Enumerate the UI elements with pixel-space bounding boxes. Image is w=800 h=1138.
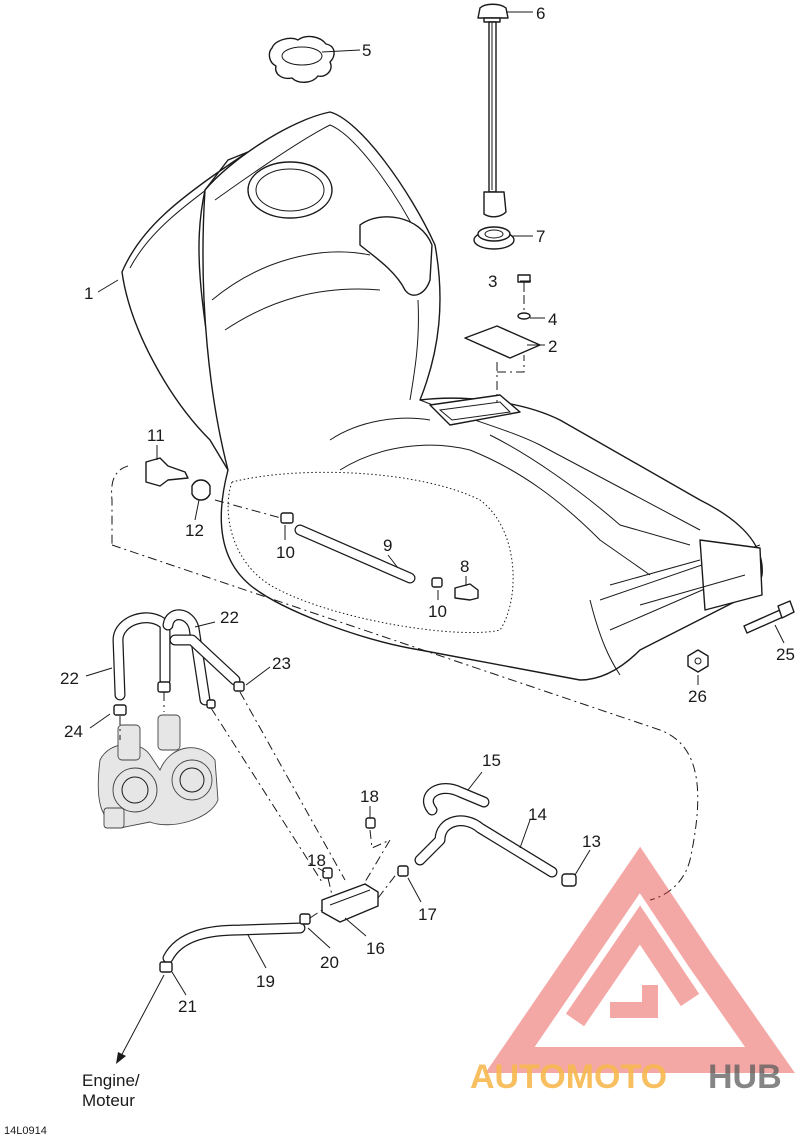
screw-washer-plate [464,274,541,402]
callout-20: 20 [320,953,339,972]
callout-13: 13 [582,832,601,851]
callout-1: 1 [84,284,93,303]
callout-22-left: 22 [60,669,79,688]
callout-9: 9 [383,536,392,555]
figure-code: 14L0914 [4,1125,47,1137]
callout-4: 4 [548,310,557,329]
watermark-text-hub: HUB [708,1058,782,1096]
callout-18-lower: 18 [307,851,326,870]
callout-12: 12 [185,521,204,540]
fuel-hoses-carburetor [112,609,346,883]
callout-10-lower: 10 [428,602,447,621]
callout-10-upper: 10 [276,543,295,562]
callout-25: 25 [776,645,795,664]
engine-label-line2: Moteur [82,1091,135,1110]
grommet [473,226,515,250]
watermark-text-automoto: AUTOMOTO [470,1058,667,1096]
fuel-cap [268,35,335,83]
callout-22-right: 22 [220,608,239,627]
fuel-line-to-engine [116,909,323,1064]
callout-14: 14 [528,805,547,824]
callout-15: 15 [482,751,501,770]
callout-6: 6 [536,4,545,23]
callout-18-upper: 18 [360,787,379,806]
fuel-valve [321,817,392,923]
callout-8: 8 [460,557,469,576]
callout-numbers: 5 6 7 3 4 2 1 11 12 10 9 8 10 22 22 23 2… [60,4,795,1016]
leader-lines [85,11,785,996]
engine-label-line1: Engine/ [82,1071,140,1090]
callout-2: 2 [548,337,557,356]
automotohub-logo: AUTOMOTO HUB [470,846,795,1096]
vent-hose-assembly [214,499,479,601]
carburetors [97,714,219,829]
callout-11: 11 [147,426,165,445]
callout-17: 16 [366,939,385,958]
callout-19: 19 [256,972,275,991]
callout-24: 24 [64,722,83,741]
callout-21: 21 [178,997,197,1016]
callout-7: 7 [536,227,545,246]
fuel-line-to-tank [377,783,577,899]
fitting-and-grommet [111,457,211,545]
fuel-gauge-sender [477,3,509,218]
fuel-tank [121,111,763,681]
callout-3: 3 [488,272,497,291]
callout-5: 5 [362,41,371,60]
callout-26: 26 [688,687,707,706]
callout-23: 23 [272,654,291,673]
bolt-and-nut [687,600,795,673]
callout-16: 17 [418,905,437,924]
